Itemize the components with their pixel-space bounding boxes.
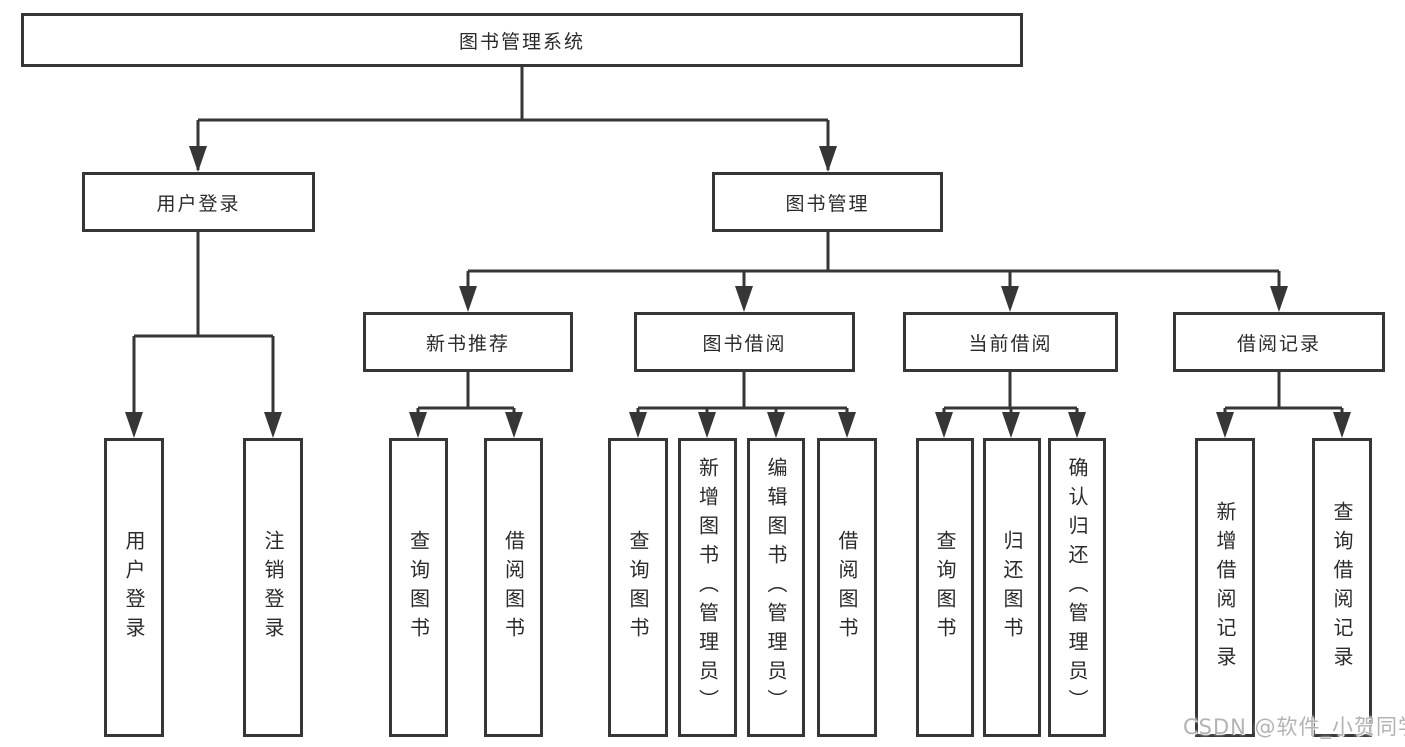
leaf-borrow-query-books: 查询图书 <box>608 438 668 737</box>
leaf-current-return-books: 归还图书 <box>983 438 1041 737</box>
leaf-current-confirm-return-admin: 确认归还（管理员） <box>1048 438 1106 737</box>
leaf-borrow-add-books-admin: 新增图书（管理员） <box>678 438 737 737</box>
leaf-logout: 注销登录 <box>243 438 303 737</box>
node-book-management: 图书管理 <box>712 172 943 232</box>
node-borrow-records: 借阅记录 <box>1173 312 1385 372</box>
leaf-user-login: 用户登录 <box>104 438 164 737</box>
leaf-current-query-books: 查询图书 <box>916 438 974 737</box>
csdn-watermark: CSDN @软件_小贺同学 <box>1183 715 1405 739</box>
edge-borrow-records-to-leaves <box>1216 372 1351 438</box>
edge-root-to-level2 <box>189 67 837 172</box>
leaf-records-add-record: 新增借阅记录 <box>1195 438 1255 737</box>
leaf-records-query-record: 查询借阅记录 <box>1312 438 1372 737</box>
leaf-borrow-edit-books-admin: 编辑图书（管理员） <box>747 438 805 737</box>
node-book-borrow: 图书借阅 <box>634 312 855 372</box>
edge-current-borrow-to-leaves <box>935 372 1086 438</box>
leaf-recommend-query-books: 查询图书 <box>389 438 448 737</box>
leaf-recommend-borrow-books: 借阅图书 <box>484 438 543 737</box>
edge-book-borrow-to-leaves <box>629 372 856 438</box>
node-root-system: 图书管理系统 <box>21 13 1023 67</box>
edge-book-management-to-level3 <box>459 232 1288 312</box>
node-new-book-recommend: 新书推荐 <box>363 312 573 372</box>
node-current-borrow: 当前借阅 <box>903 312 1118 372</box>
node-user-login: 用户登录 <box>82 172 315 232</box>
leaf-borrow-borrow-books: 借阅图书 <box>817 438 877 737</box>
edge-user-login-to-leaves <box>125 232 282 438</box>
edge-new-book-recommend-to-leaves <box>409 372 523 438</box>
